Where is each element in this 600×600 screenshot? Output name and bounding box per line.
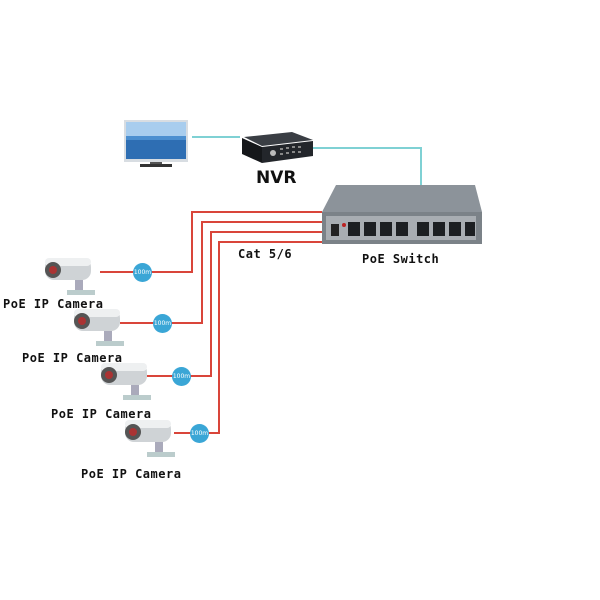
cable-type-label: Cat 5/6 [238,247,293,261]
distance-badge: 100m [153,314,172,333]
camera-icon [45,258,95,295]
camera-label: PoE IP Camera [51,407,152,421]
distance-badge: 100m [133,263,152,282]
camera-icon [125,420,175,457]
camera-label: PoE IP Camera [22,351,123,365]
nvr-label: NVR [256,168,297,188]
nvr-icon [242,132,313,163]
camera-label: PoE IP Camera [3,297,104,311]
monitor-icon [124,120,188,167]
poe-cable-3 [147,231,322,377]
switch-ports [348,222,475,236]
camera-label: PoE IP Camera [81,467,182,481]
camera-icon [101,363,151,400]
distance-badge: 100m [190,424,209,443]
nvr-switch-cable [313,147,422,185]
poe-cable-4 [174,241,322,434]
poe-switch-icon [322,185,482,244]
camera-icon [74,309,124,346]
distance-badge: 100m [172,367,191,386]
switch-label: PoE Switch [362,252,440,266]
